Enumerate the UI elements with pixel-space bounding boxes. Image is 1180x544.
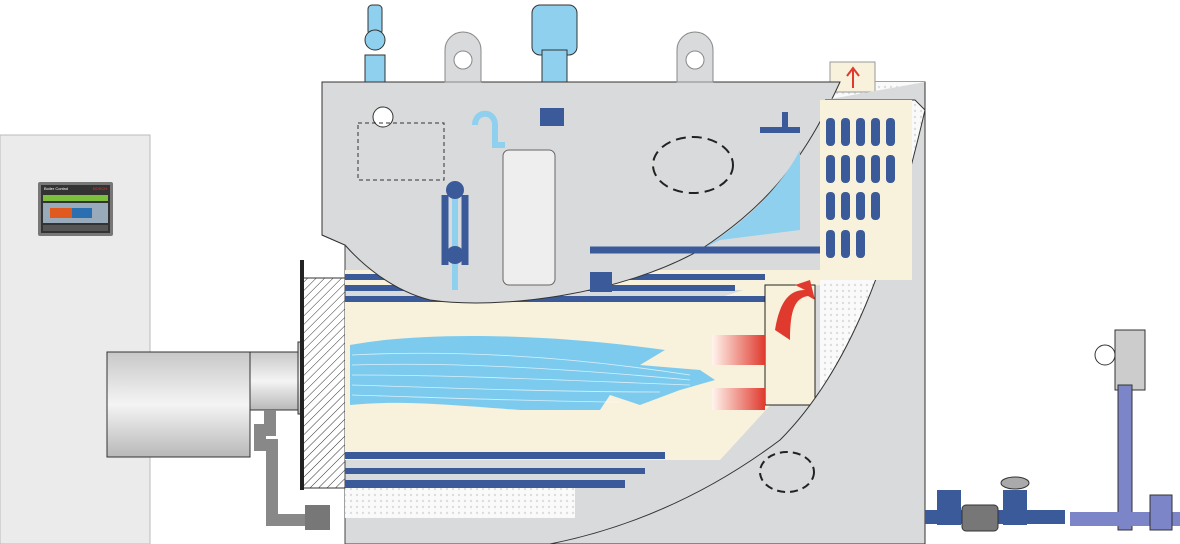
control-panel-brand: BOSCH [93, 186, 108, 191]
pressure-gauge [372, 106, 394, 128]
tube-bank [826, 118, 895, 258]
safety-valve [364, 4, 386, 83]
feedwater-pump [1070, 329, 1180, 531]
feedwater-valves [925, 476, 1065, 532]
water-level [700, 150, 800, 250]
manhole-bottom [759, 451, 815, 493]
gas-pipe [254, 410, 320, 526]
manhole-top [652, 136, 734, 194]
front-door-insulation [302, 277, 346, 489]
level-control-vessel [502, 149, 556, 286]
hot-gas-arrow [775, 280, 815, 340]
main-steam-valve [531, 4, 578, 83]
control-panel-title: Boiler Control [44, 186, 69, 191]
gas-valve[interactable] [305, 505, 330, 530]
control-panel-screen[interactable] [38, 182, 113, 236]
